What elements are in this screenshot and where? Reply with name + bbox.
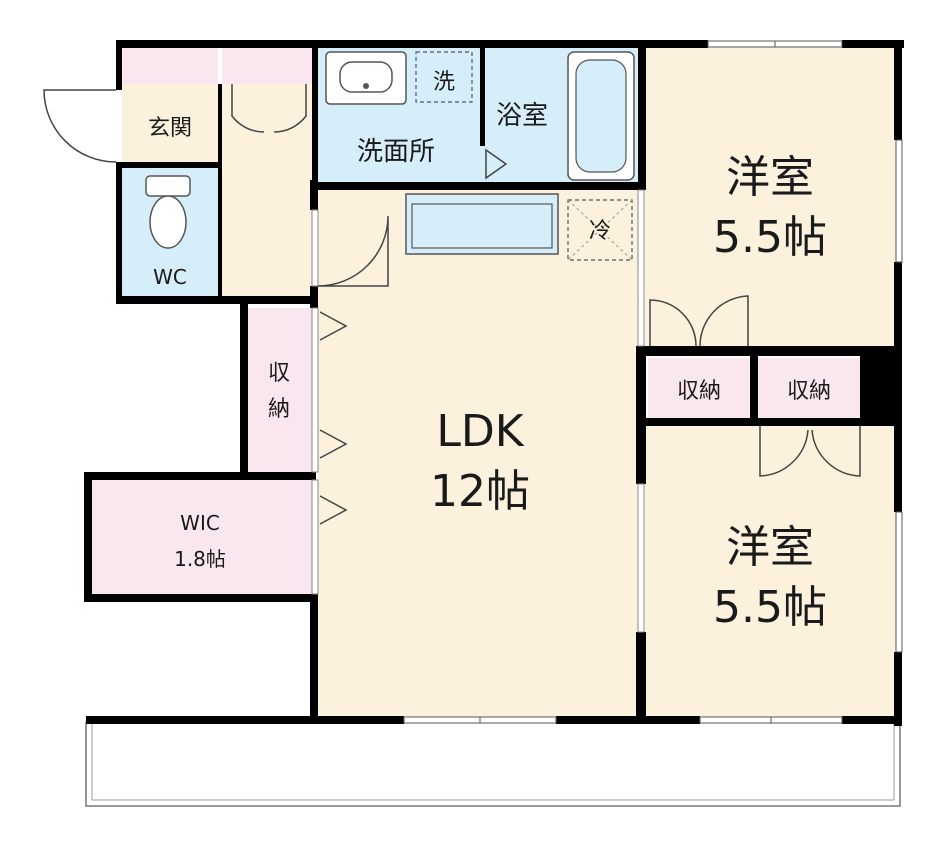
reizoko-label: 冷	[589, 219, 611, 244]
genkan-floor	[122, 84, 218, 162]
ldk-floor	[318, 188, 640, 720]
yoshitsu-bottom-label: 洋室	[726, 522, 814, 573]
wic-floor	[90, 480, 312, 594]
yokushitsu-label: 浴室	[496, 101, 548, 131]
svg-text:収: 収	[268, 361, 290, 386]
yoshitsu-top-floor	[645, 46, 896, 351]
walls	[84, 40, 904, 726]
shuno-mid1-floor	[648, 358, 750, 420]
genkan-label: 玄関	[148, 116, 192, 141]
svg-text:納: 納	[268, 397, 290, 422]
shoe-storage-1	[122, 46, 218, 84]
yoshitsu-top-label: 洋室	[726, 152, 814, 203]
shoe-storage-2	[222, 46, 314, 84]
hallway-floor	[222, 84, 314, 296]
shuno-mid2-label: 収納	[787, 379, 831, 404]
ldk-size: 12帖	[430, 466, 530, 517]
bathtub-icon	[567, 51, 635, 181]
windows	[311, 40, 903, 724]
sentakuki-label: 洗	[433, 70, 455, 95]
shuno-left-floor	[246, 308, 312, 474]
shuno-mid2-floor	[758, 358, 860, 420]
wc-label: WC	[153, 265, 187, 289]
washbasin-icon	[325, 51, 407, 105]
kitchen-counter-icon	[405, 193, 559, 255]
fixtures	[145, 51, 635, 261]
washing-machine-icon	[415, 51, 473, 103]
balcony	[85, 721, 901, 807]
ldk-label: LDK	[436, 406, 524, 457]
wic-label: WIC	[180, 511, 220, 535]
shuno-left-label: 収 納	[268, 361, 290, 422]
yoshitsu-bottom-floor	[645, 426, 896, 720]
shuno-mid1-label: 収納	[677, 379, 721, 404]
yoshitsu-bottom-size: 5.5帖	[713, 582, 827, 633]
yoshitsu-top-size: 5.5帖	[713, 212, 827, 263]
senmenjo-label: 洗面所	[357, 137, 435, 167]
wic-size: 1.8帖	[174, 547, 226, 571]
toilet-icon	[145, 175, 191, 249]
refrigerator-icon	[567, 199, 633, 261]
door-swings	[43, 84, 861, 525]
